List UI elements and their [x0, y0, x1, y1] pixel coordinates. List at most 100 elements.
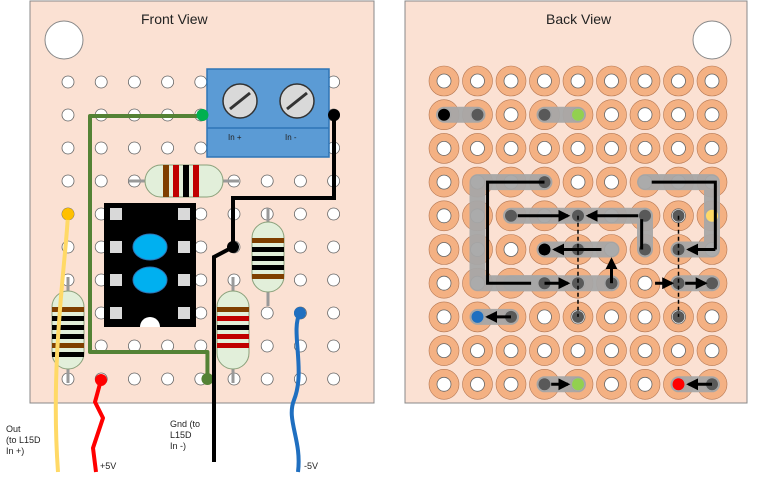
pad-hole	[570, 343, 586, 359]
board-hole	[194, 207, 208, 221]
signal-line	[486, 180, 545, 285]
board-hole	[61, 141, 75, 155]
board-hole	[61, 108, 75, 122]
ic-chip	[104, 203, 196, 327]
green-wire-point	[572, 108, 584, 121]
ic-pin	[110, 241, 122, 253]
yellow-wire-end	[62, 208, 74, 220]
resistor-band	[252, 274, 284, 279]
signal-line	[651, 180, 717, 250]
back-view-board	[404, 0, 748, 404]
resistor-band	[52, 343, 84, 348]
board-hole	[61, 174, 75, 188]
front-board-outline	[29, 0, 375, 404]
resistor-band	[163, 165, 169, 197]
pad-hole	[671, 73, 686, 89]
board-hole	[127, 75, 141, 89]
plus5v-label: +5V	[100, 461, 117, 471]
pad-hole	[570, 140, 586, 156]
back-tracks	[436, 106, 720, 393]
pad-hole	[436, 73, 452, 89]
board-hole	[260, 372, 274, 386]
pad-hole	[470, 140, 485, 156]
black-wire-point	[438, 108, 450, 121]
solder-point	[538, 378, 551, 391]
solder-point	[672, 243, 685, 256]
pad-hole	[637, 275, 653, 291]
pad-hole	[570, 174, 586, 190]
board-hole	[194, 306, 208, 320]
board-hole	[194, 273, 208, 287]
board-hole	[260, 306, 274, 320]
pad-hole	[704, 140, 720, 156]
ic-pin	[178, 307, 190, 319]
pad-hole	[503, 107, 519, 123]
pad-hole	[637, 107, 653, 123]
pad-hole	[436, 242, 452, 257]
pad-hole	[704, 343, 720, 359]
pad-hole	[503, 343, 519, 359]
resistor-band	[252, 256, 284, 261]
pad-hole	[436, 208, 452, 224]
pad-hole	[604, 73, 619, 89]
board-hole	[327, 273, 341, 287]
solder-point	[672, 277, 685, 290]
solder-point	[706, 277, 718, 290]
pad-hole	[637, 309, 653, 325]
board-hole	[94, 174, 108, 188]
minus5v-label: -5V	[304, 461, 319, 471]
solder-point	[471, 108, 484, 121]
minus5v-wire	[289, 311, 302, 473]
terminal-pin-green	[196, 109, 209, 121]
board-hole	[327, 339, 341, 353]
resistor-band	[52, 316, 84, 321]
board-hole	[194, 75, 208, 89]
board-hole	[61, 75, 75, 89]
pad-hole	[537, 140, 552, 156]
capacitor-bottom	[132, 266, 168, 294]
front-components	[51, 68, 340, 473]
pad-hole	[503, 73, 519, 89]
board-hole	[293, 240, 307, 254]
terminal-block	[206, 68, 330, 158]
pad-hole	[436, 275, 452, 291]
resistor-band	[217, 325, 249, 330]
external-wires	[91, 245, 306, 473]
screw-slot	[229, 91, 251, 111]
pad-hole	[604, 174, 619, 190]
pad-hole	[537, 309, 552, 325]
resistor-band	[217, 343, 249, 348]
board-hole	[293, 273, 307, 287]
ic-pin	[178, 241, 190, 253]
resistor-band	[52, 325, 84, 330]
board-hole	[327, 306, 341, 320]
resistor-band	[52, 352, 84, 357]
pad-hole	[637, 73, 653, 89]
pad-hole	[671, 140, 686, 156]
resistor-r3	[216, 277, 250, 383]
pad-hole	[604, 309, 619, 325]
pad-hole	[436, 343, 452, 359]
mounting-hole	[44, 20, 84, 60]
resistor-band	[173, 165, 179, 197]
board-hole	[293, 174, 307, 188]
front-view-title: Front View	[141, 11, 208, 27]
pad-hole	[436, 140, 452, 156]
capacitor-top	[132, 233, 168, 261]
ic-pin	[110, 274, 122, 286]
pad-hole	[637, 343, 653, 359]
solder-point	[505, 209, 517, 222]
board-hole	[127, 141, 141, 155]
board-hole	[327, 207, 341, 221]
black-ground-wire	[231, 115, 336, 247]
resistor-band	[217, 316, 249, 321]
terminal-pin-black	[328, 109, 340, 121]
resistor-band	[252, 265, 284, 270]
pad-hole	[604, 343, 619, 359]
terminal-label-in-plus: In +	[228, 133, 242, 142]
terminal-label-in-minus: In -	[285, 133, 297, 142]
board-hole	[194, 141, 208, 155]
pad-hole	[637, 140, 653, 156]
board-hole	[194, 240, 208, 254]
